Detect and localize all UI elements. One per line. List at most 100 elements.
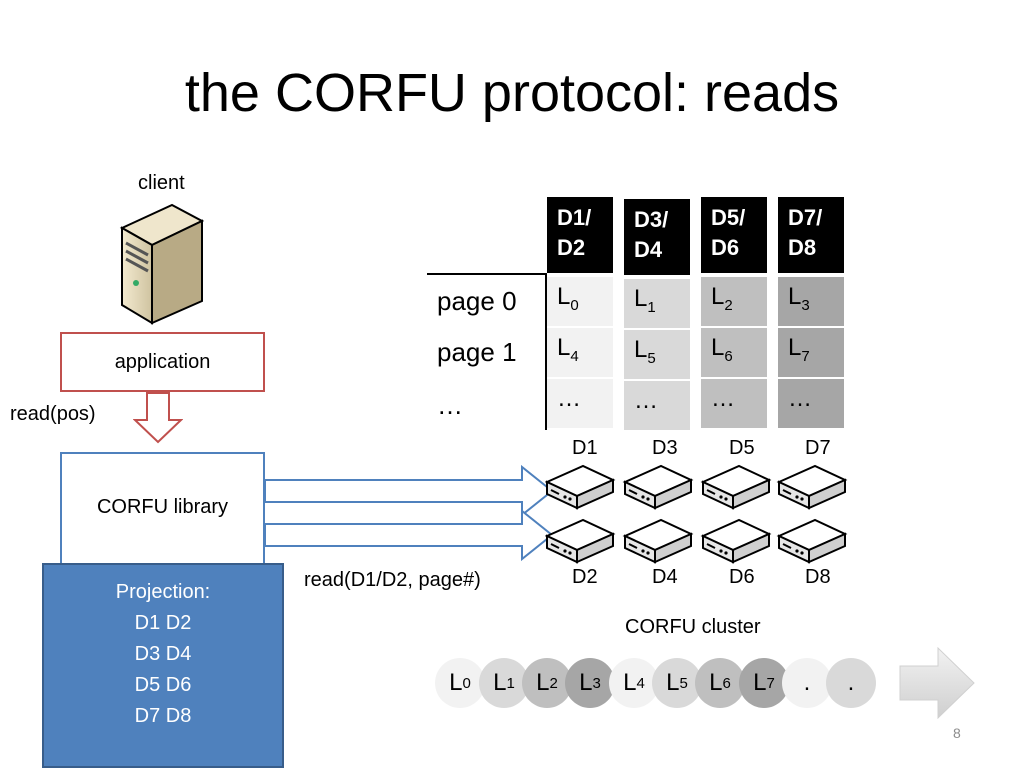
log-entry-subscript: 2 [549, 674, 558, 692]
cell-text: L [788, 283, 802, 310]
column-header-line: D6 [711, 235, 740, 260]
cell-subscript: 6 [724, 347, 733, 365]
column-header-d1-d2: D1/ D2 [547, 197, 613, 273]
slide-title: the CORFU protocol: reads [184, 63, 840, 123]
log-entry-subscript: 4 [636, 674, 645, 692]
cell-subscript: 0 [570, 296, 579, 314]
log-entry: . [782, 658, 832, 708]
cell-text: … [788, 385, 812, 412]
table-cell: L3 [778, 277, 844, 326]
log-entry-text: L [449, 669, 463, 696]
cell-text: L [711, 283, 725, 310]
log-entry-subscript: 0 [462, 674, 471, 692]
log-entry-text: L [579, 669, 593, 696]
table-cell: L4 [547, 328, 613, 377]
disk-icon-d2 [546, 519, 614, 563]
column-header-d7-d8: D7/ D8 [778, 197, 844, 273]
column-header-line: D8 [788, 235, 817, 260]
disk-label-d7: D7 [805, 437, 831, 459]
row-label-more: … [437, 390, 463, 420]
table-cell: L1 [624, 279, 690, 328]
disk-label-d5: D5 [729, 437, 755, 459]
disk-label-d4: D4 [652, 566, 678, 588]
column-header-line: D1/ [557, 205, 592, 230]
log-entry-subscript: 5 [679, 674, 688, 692]
disk-icon-d5 [702, 465, 770, 509]
column-header-line: D2 [557, 235, 586, 260]
log-entry-text: L [753, 669, 767, 696]
cell-text: L [557, 334, 571, 361]
projection-box: Projection: D1 D2 D3 D4 D5 D6 D7 D8 [42, 563, 284, 768]
log-entry-text: . [847, 669, 855, 696]
projection-heading: Projection: [115, 581, 211, 603]
column-header-d3-d4: D3/ D4 [624, 199, 690, 275]
log-entry-text: L [709, 669, 723, 696]
log-entry-text: L [666, 669, 680, 696]
projection-row: D1 D2 [134, 612, 192, 634]
row-label-page-0: page 0 [437, 286, 517, 316]
down-arrow-icon [133, 392, 183, 444]
page-number: 8 [953, 725, 961, 741]
cell-subscript: 1 [647, 298, 656, 316]
cell-subscript: 2 [724, 296, 733, 314]
cell-text: … [711, 385, 735, 412]
cell-text: L [634, 336, 648, 363]
projection-row: D5 D6 [134, 674, 192, 696]
client-label: client [138, 172, 185, 194]
corfu-library-label: CORFU library [96, 495, 229, 518]
table-cell: … [547, 379, 613, 428]
log-entry-text: . [803, 669, 811, 696]
cell-text: L [557, 283, 571, 310]
cell-text: L [711, 334, 725, 361]
read-call-label: read(D1/D2, page#) [304, 569, 481, 591]
column-header-line: D4 [634, 237, 663, 262]
table-cell: … [701, 379, 767, 428]
projection-row: D3 D4 [134, 643, 192, 665]
disk-label-d1: D1 [572, 437, 598, 459]
disk-icon-d1 [546, 465, 614, 509]
log-entry-text: L [493, 669, 507, 696]
table-cell: L7 [778, 328, 844, 377]
cell-subscript: 7 [801, 347, 810, 365]
table-cell: … [778, 379, 844, 428]
cell-text: … [557, 385, 581, 412]
column-header-line: D5/ [711, 205, 746, 230]
table-cell: L0 [547, 277, 613, 326]
log-entry-text: L [623, 669, 637, 696]
column-header-line: D3/ [634, 207, 669, 232]
log-entry-subscript: 6 [722, 674, 731, 692]
disk-icon-d6 [702, 519, 770, 563]
disk-icon-d3 [624, 465, 692, 509]
table-cell: L6 [701, 328, 767, 377]
cell-subscript: 4 [570, 347, 579, 365]
table-cell: … [624, 381, 690, 430]
server-icon [119, 203, 205, 325]
corfu-library-box: CORFU library [60, 452, 265, 566]
table-cell: L5 [624, 330, 690, 379]
cluster-label: CORFU cluster [625, 616, 761, 638]
projection-row: D7 D8 [134, 705, 192, 727]
cell-subscript: 5 [647, 349, 656, 367]
column-header-d5-d6: D5/ D6 [701, 197, 767, 273]
read-pos-label: read(pos) [10, 403, 96, 425]
log-entry-subscript: 7 [766, 674, 775, 692]
log-entry-subscript: 1 [506, 674, 515, 692]
log-entry-text: L [536, 669, 550, 696]
cell-text: … [634, 387, 658, 414]
disk-label-d6: D6 [729, 566, 755, 588]
table-column-rule [545, 273, 547, 430]
disk-label-d8: D8 [805, 566, 831, 588]
table-header-rule [427, 273, 547, 275]
log-entry: . [826, 658, 876, 708]
cell-text: L [634, 285, 648, 312]
disk-icon-d8 [778, 519, 846, 563]
disk-array [546, 465, 846, 563]
column-header-line: D7/ [788, 205, 823, 230]
